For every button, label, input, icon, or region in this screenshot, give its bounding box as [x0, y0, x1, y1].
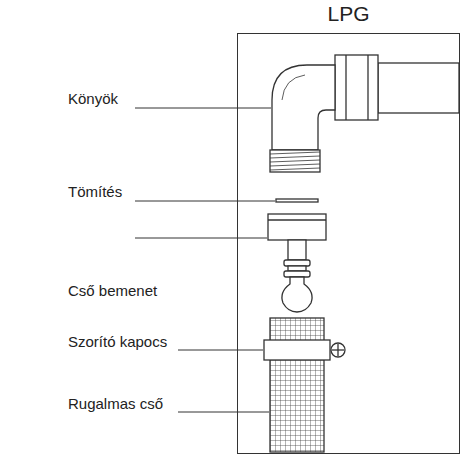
housing-frame: LPG: [237, 2, 460, 454]
frame-heading: LPG: [237, 2, 460, 26]
part-label: Szorító kapocs: [68, 333, 167, 350]
part-label: Cső bemenet: [68, 282, 157, 299]
part-label: Könyök: [68, 90, 118, 107]
frame-border: [237, 33, 460, 454]
leader-lines: [135, 108, 275, 412]
part-label: Tömítés: [68, 183, 122, 200]
part-label: Rugalmas cső: [68, 395, 163, 412]
